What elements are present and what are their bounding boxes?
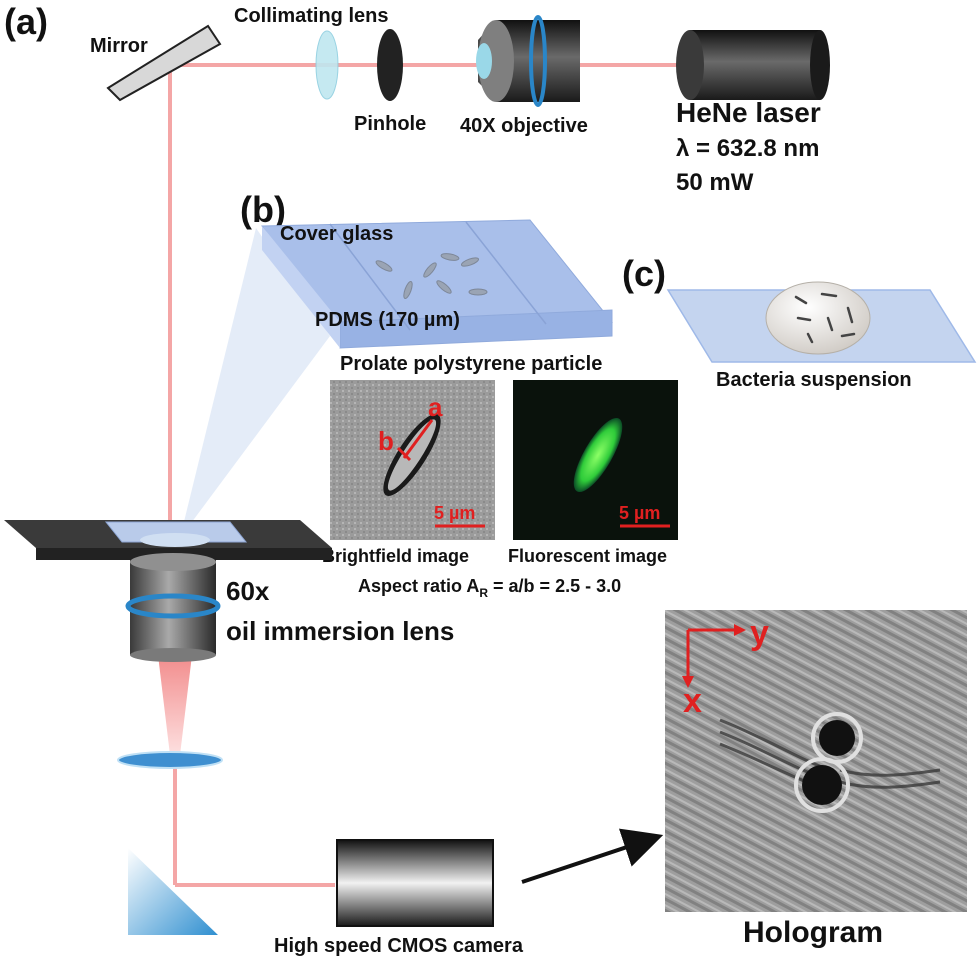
camera-to-hologram-arrow xyxy=(521,828,664,884)
axis-a-label: a xyxy=(428,392,443,422)
particles-in-channel xyxy=(375,253,488,300)
cmos-camera xyxy=(336,839,494,927)
aspect-ratio-label: Aspect ratio AR = a/b = 2.5 - 3.0 xyxy=(358,576,621,600)
mirror xyxy=(106,24,222,102)
panel-label-c: (c) xyxy=(622,253,666,294)
projection-fan xyxy=(180,228,330,538)
hologram-image xyxy=(665,610,967,912)
fluorescent-image xyxy=(513,380,678,540)
laser-power-label: 50 mW xyxy=(676,169,754,196)
objective-40x-label: 40X objective xyxy=(460,115,588,137)
microfluidic-chip xyxy=(261,219,614,349)
hologram-label: Hologram xyxy=(743,916,883,949)
bacteria-slide xyxy=(666,281,977,363)
major-axis-marker xyxy=(402,419,434,459)
bacteria xyxy=(794,292,856,344)
axis-b-label: b xyxy=(378,426,394,456)
laser-name-label: HeNe laser xyxy=(676,97,821,128)
cover-glass-label: Cover glass xyxy=(280,223,393,245)
oil-immersion-lens-60x xyxy=(125,553,221,662)
camera-label: High speed CMOS camera xyxy=(274,935,524,957)
pdms-label: PDMS (170 µm) xyxy=(315,309,460,331)
tube-lens xyxy=(117,751,223,769)
brightfield-image xyxy=(330,380,495,540)
panel-label-a: (a) xyxy=(4,1,48,42)
collimating-lens-label: Collimating lens xyxy=(234,5,388,27)
axis-y-label: y xyxy=(750,614,769,652)
particle-title: Prolate polystyrene particle xyxy=(340,353,602,375)
axis-x-label: x xyxy=(683,682,702,720)
lens-60x-label: 60x xyxy=(226,576,270,606)
fluorescent-label: Fluorescent image xyxy=(508,546,667,566)
pinhole xyxy=(377,29,403,101)
objective-40x xyxy=(476,15,580,107)
prism-mirror xyxy=(128,848,218,935)
beam-cone xyxy=(158,655,192,755)
bacteria-label: Bacteria suspension xyxy=(716,369,912,391)
mirror-label: Mirror xyxy=(90,35,148,57)
scale-fl-label: 5 µm xyxy=(619,503,660,523)
hene-laser xyxy=(676,30,830,100)
laser-beam xyxy=(158,63,680,887)
brightfield-label: Brightfield image xyxy=(322,546,469,566)
minor-axis-marker xyxy=(396,446,412,462)
panel-label-b: (b) xyxy=(240,189,286,230)
laser-wavelength-label: λ = 632.8 nm xyxy=(676,135,819,162)
collimating-lens xyxy=(315,30,339,100)
lens-60x-desc-label: oil immersion lens xyxy=(226,616,454,646)
pinhole-label: Pinhole xyxy=(354,113,426,135)
scale-bf-label: 5 µm xyxy=(434,503,475,523)
